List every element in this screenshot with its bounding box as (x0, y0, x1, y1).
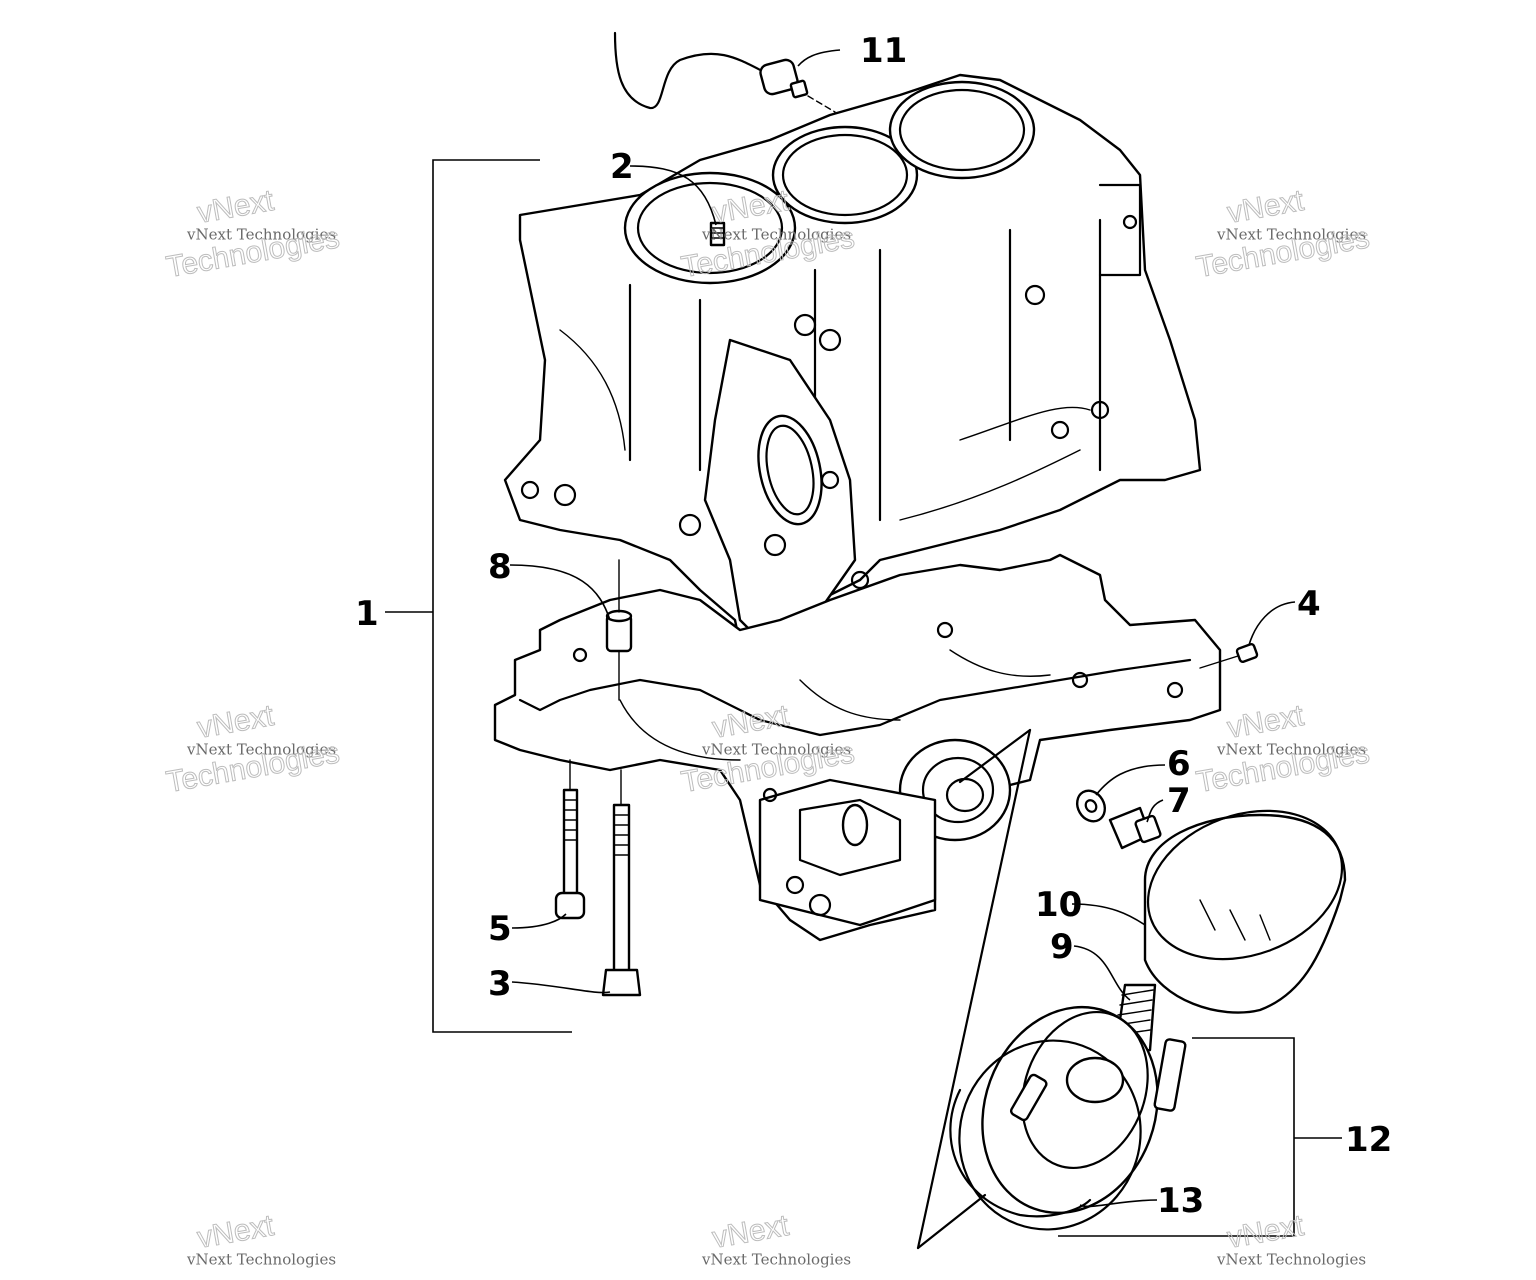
watermark-line1: vNext (1225, 184, 1307, 230)
callout-13: 13 (1157, 1181, 1204, 1221)
bracket-oil-cooler-assembly (1058, 1037, 1342, 1237)
dowel-pin (605, 559, 633, 701)
bolt-long (601, 769, 642, 997)
watermark-small: vNext Technologies (1216, 1250, 1366, 1268)
callout-1: 1 (355, 594, 379, 634)
watermark-small: vNext Technologies (701, 225, 851, 243)
knock-sensor (613, 31, 836, 113)
callout-4: 4 (1297, 584, 1321, 624)
callout-3: 3 (488, 964, 512, 1004)
stud (709, 221, 726, 247)
watermark-small: vNext Technologies (186, 740, 336, 758)
leader-lines (509, 49, 1296, 1208)
callout-6: 6 (1167, 744, 1191, 784)
bolt-short (554, 759, 586, 920)
bracket-block-assembly (385, 159, 572, 1033)
washer (1075, 789, 1107, 823)
watermark-3: vNext vNext Technologies Technologies (1193, 184, 1372, 285)
watermark-small: vNext Technologies (186, 225, 336, 243)
watermark-small: vNext Technologies (186, 1250, 336, 1268)
watermark-line1: vNext (710, 1209, 792, 1255)
watermark-line1: vNext (1225, 699, 1307, 745)
watermark-small: vNext Technologies (701, 1250, 851, 1268)
callout-7: 7 (1167, 781, 1191, 821)
watermark-small: vNext Technologies (1216, 740, 1366, 758)
watermark-line1: vNext (1225, 1209, 1307, 1255)
oil-filter (1143, 809, 1347, 1014)
oil-cooler-assembly (949, 1005, 1187, 1231)
watermark-4: vNext vNext Technologies Technologies (163, 699, 342, 800)
callout-8: 8 (488, 547, 512, 587)
callout-2: 2 (610, 147, 634, 187)
watermark-9: vNext vNext Technologies (1216, 1209, 1366, 1269)
watermark-8: vNext vNext Technologies (701, 1209, 851, 1269)
callout-12: 12 (1345, 1120, 1392, 1160)
callout-5: 5 (488, 909, 512, 949)
lower-crankcase (493, 553, 1222, 942)
watermark-7: vNext vNext Technologies (186, 1209, 336, 1269)
watermark-small: vNext Technologies (1216, 225, 1366, 243)
callout-9: 9 (1050, 927, 1074, 967)
plug (1199, 642, 1259, 669)
watermark-line1: vNext (195, 1209, 277, 1255)
callout-11: 11 (860, 31, 907, 71)
watermark-line1: vNext (195, 184, 277, 230)
watermark-small: vNext Technologies (701, 740, 851, 758)
callout-10: 10 (1035, 885, 1082, 925)
flange-bolt (1108, 806, 1162, 850)
watermark-line1: vNext (195, 699, 277, 745)
watermark-1: vNext vNext Technologies Technologies (163, 184, 342, 285)
